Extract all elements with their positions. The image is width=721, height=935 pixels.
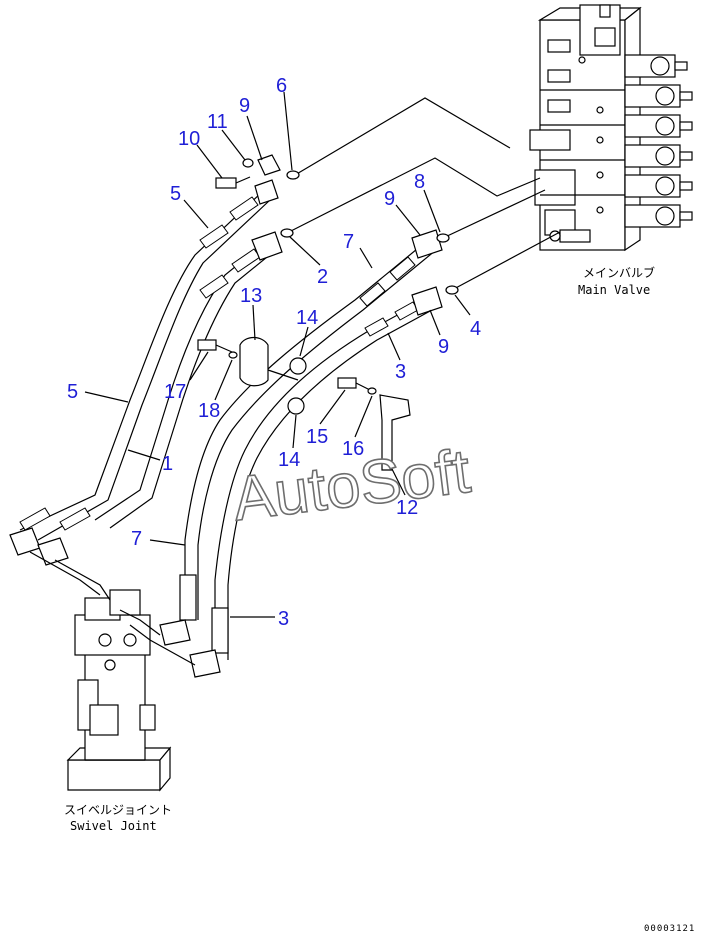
main-valve [529,4,693,252]
callout-14: 14 [278,449,300,471]
callout-10: 10 [178,128,200,150]
callout-14: 14 [296,307,318,329]
callout-9: 9 [438,336,449,358]
callout-5: 5 [170,183,181,205]
callout-5: 5 [67,381,78,403]
swivel-joint-label-jp: スイベルジョイント [64,803,172,817]
callout-numbers: 1 2 3 3 4 5 5 6 7 7 8 9 9 9 10 11 12 13 … [67,75,481,630]
hose-1 [94,244,273,529]
callout-7: 7 [343,231,354,253]
callout-9: 9 [384,188,395,210]
hose-7 [184,239,437,620]
main-valve-label-en: Main Valve [578,283,650,297]
callout-7: 7 [131,528,142,550]
hose-lower-fittings [9,507,229,678]
leader-lines-to-valve [286,97,561,291]
main-valve-label-jp: メインバルブ [583,265,655,280]
callout-leaders [84,91,471,618]
callout-3: 3 [278,608,289,630]
watermark: AutoSoft [229,437,473,534]
captions: メインバルブ Main Valve スイベルジョイント Swivel Joint [64,265,655,833]
callout-1: 1 [162,453,173,475]
callout-12: 12 [396,497,418,519]
callout-13: 13 [240,285,262,307]
callout-11: 11 [207,111,228,133]
swivel-joint-label-en: Swivel Joint [70,819,157,833]
small-hardware [197,158,411,471]
callout-8: 8 [414,171,425,193]
callout-6: 6 [276,75,287,97]
flanges [251,154,443,316]
callout-17: 17 [164,381,186,403]
callout-3: 3 [395,361,406,383]
callout-2: 2 [317,266,328,288]
callout-15: 15 [306,426,328,448]
o-rings [280,170,459,295]
document-id: 00003121 [644,924,695,934]
callout-4: 4 [470,318,481,340]
callout-18: 18 [198,400,220,422]
callout-16: 16 [342,438,364,460]
callout-9: 9 [239,95,250,117]
swivel-joint [66,589,172,792]
hose-5-upper [19,191,271,541]
